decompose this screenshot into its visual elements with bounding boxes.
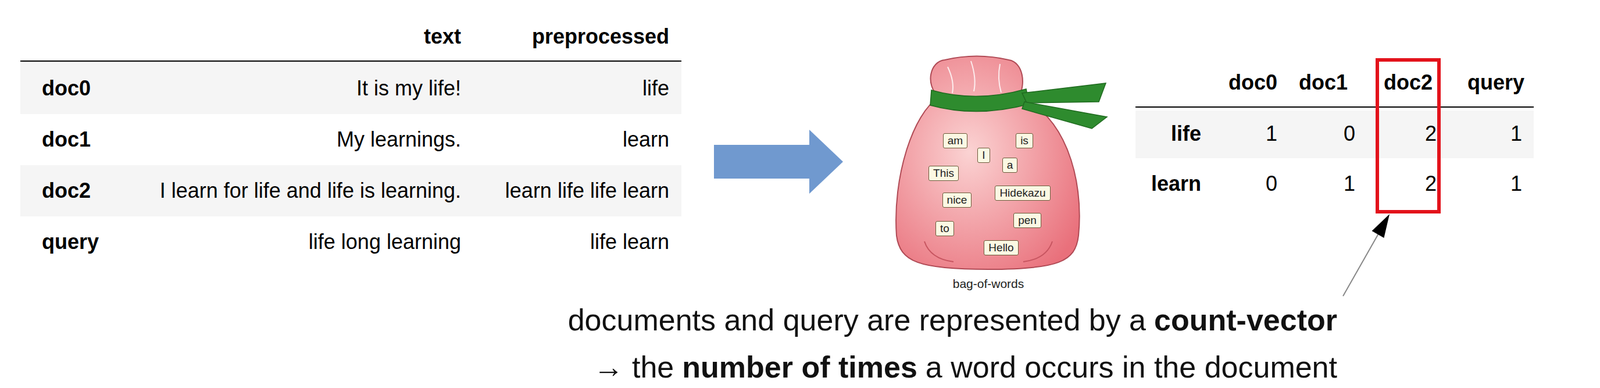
table-cell: I learn for life and life is learning. (159, 178, 462, 203)
count-cell: 1 (1510, 171, 1523, 196)
bag-illustration: bag-of-words am isIaThisHidekazu nice pen toH… (889, 49, 1123, 300)
highlight-column: doc2 2 2 (1375, 58, 1441, 214)
leader-line (1343, 232, 1380, 296)
table-cell: life learn (590, 229, 670, 254)
row-header: doc0 (41, 76, 91, 100)
header-rule (20, 60, 682, 62)
bag-scarf (930, 88, 1030, 112)
row-stripe (1135, 110, 1534, 159)
count-cell: 1 (1265, 121, 1278, 146)
table-cell: 2 (1425, 121, 1437, 146)
table-cell: learn (622, 127, 670, 152)
scarf-tail (1022, 83, 1106, 103)
word-label: Hidekazu (999, 186, 1046, 199)
bag-body (895, 56, 1080, 270)
word-tag: pen (1013, 212, 1042, 229)
word-label: is (1020, 134, 1029, 147)
explanation-term: count-vector (1154, 302, 1338, 337)
row-header: doc2 (41, 178, 91, 203)
word-tag: nice (942, 192, 973, 209)
table-cell: life (642, 76, 670, 100)
bag-ruffle (947, 61, 1002, 94)
count-cell: 1 (1343, 171, 1356, 196)
word-label: Hello (988, 241, 1014, 254)
header-rule (1135, 106, 1534, 108)
word-label: am (947, 134, 963, 147)
word-tag: a (1002, 157, 1019, 174)
bag-shape (889, 49, 1123, 300)
word-tag: Hidekazu (994, 185, 1050, 202)
row-header: doc1 (41, 127, 91, 152)
column-header: doc0 (1228, 70, 1278, 95)
table-cell: 2 (1425, 171, 1437, 196)
row-header: query (41, 229, 99, 254)
explanation-text: documents and query are represented by a (568, 302, 1146, 337)
column-header: doc2 (1383, 70, 1433, 95)
column-header: doc1 (1298, 70, 1348, 95)
word-label: pen (1018, 213, 1037, 227)
word-label: nice (947, 193, 968, 206)
explanation-text: → the (593, 350, 675, 384)
word-label: I (981, 148, 985, 162)
transform-arrow (713, 129, 844, 194)
word-tag: am (943, 133, 968, 149)
word-tag: I (977, 147, 990, 164)
explanation-line: documents and query are represented by a… (568, 303, 1338, 337)
row-header: life (1170, 121, 1202, 146)
row-stripe (20, 165, 682, 217)
count-cell: 1 (1510, 121, 1523, 146)
word-tag: to (935, 220, 955, 237)
count-cell: 0 (1343, 121, 1356, 146)
column-header: text (423, 24, 462, 49)
leader-arrowhead (1372, 213, 1390, 238)
explanation-text: a word occurs in the document (925, 350, 1338, 384)
column-header: preprocessed (531, 24, 670, 49)
table-cell: learn life life learn (505, 178, 670, 203)
word-label: This (933, 166, 955, 180)
explanation-term: number of times (681, 350, 918, 384)
word-tag: This (928, 165, 959, 182)
illustration-caption: bag-of-words (952, 276, 1025, 291)
table-cell: life long learning (308, 229, 462, 254)
count-cell: 0 (1265, 171, 1278, 196)
row-stripe (20, 63, 682, 114)
table-cell: It is my life! (356, 76, 462, 100)
word-tag: Hello (983, 240, 1019, 256)
word-label: to (940, 222, 950, 235)
word-tag: is (1015, 133, 1034, 149)
explanation-line: → thenumber of timesa word occurs in the… (593, 350, 1338, 384)
column-header: query (1467, 70, 1525, 95)
scarf-tail (1022, 101, 1107, 129)
word-label: a (1006, 158, 1014, 171)
row-header: learn (1151, 171, 1202, 196)
table-cell: My learnings. (336, 127, 462, 152)
